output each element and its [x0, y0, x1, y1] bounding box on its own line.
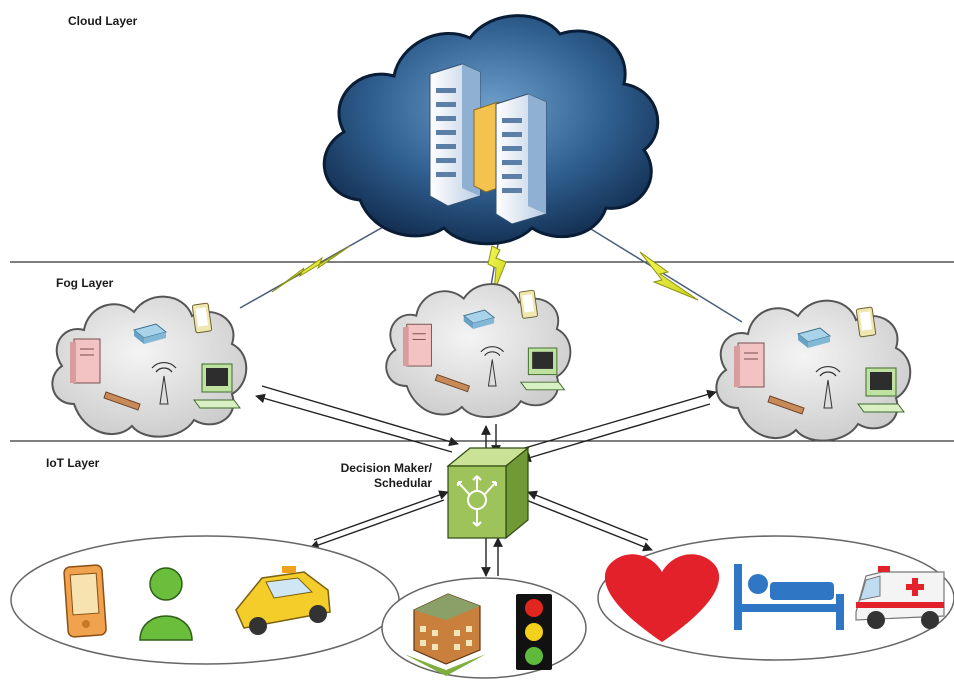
scheduler-fog-arrows	[255, 385, 717, 577]
mobile-phone-icon	[63, 564, 107, 638]
decision-maker-label: Decision Maker/ Schedular	[336, 461, 432, 491]
datacenter-cloud-icon	[322, 14, 660, 246]
heart-icon	[604, 554, 720, 642]
taxi-icon	[235, 566, 331, 635]
fog-layer-label: Fog Layer	[56, 276, 114, 290]
lightning-bolt-icon	[487, 245, 507, 293]
building-icon	[404, 593, 486, 676]
iot-layer-label: IoT Layer	[46, 456, 100, 470]
lightning-bolt-icon	[271, 245, 351, 293]
ambulance-icon	[855, 566, 945, 629]
decision-maker-label-line2: Schedular	[373, 476, 432, 490]
fog-node-cluster-right	[715, 299, 912, 442]
hospital-bed-icon	[734, 564, 844, 630]
fog-node-cluster-center	[385, 283, 572, 418]
cloud-layer-label: Cloud Layer	[68, 14, 138, 28]
traffic-light-icon	[516, 594, 552, 670]
decision-maker-label-line1: Decision Maker/	[340, 461, 432, 475]
decision-maker-router-icon	[446, 446, 530, 540]
fog-node-cluster-left	[51, 295, 248, 438]
user-icon	[139, 567, 193, 641]
lightning-bolt-icon	[639, 251, 699, 301]
iot-group-center	[381, 577, 587, 679]
